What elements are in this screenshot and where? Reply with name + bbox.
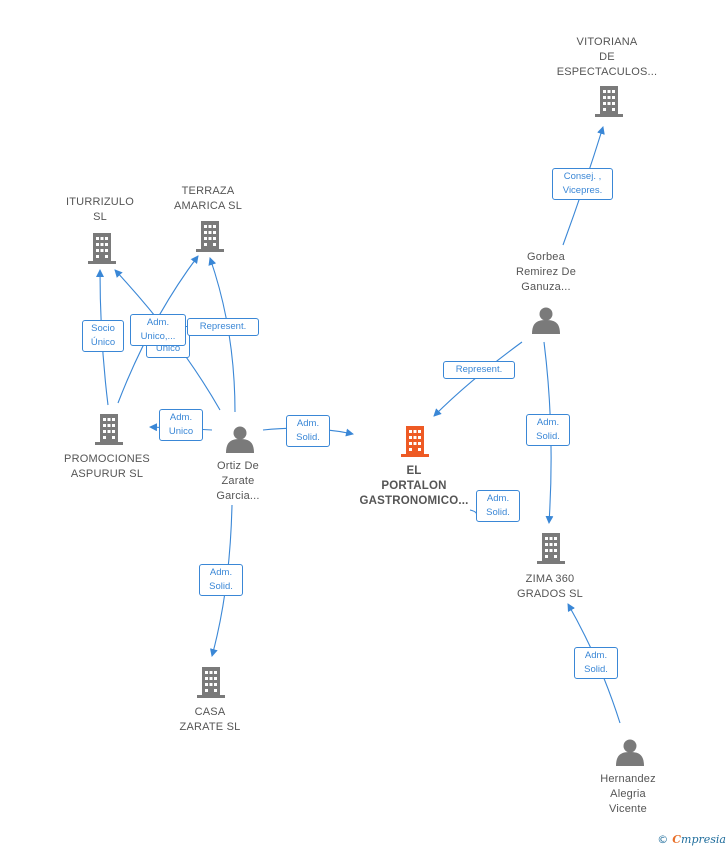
- edge-label-adm-solid-ortiz[interactable]: Adm. Solid.: [286, 415, 330, 447]
- node-label-vitoriana[interactable]: VITORIANA DE ESPECTACULOS...: [556, 36, 658, 78]
- building-icon[interactable]: [595, 86, 623, 117]
- edge-label-adm-solid-casa[interactable]: Adm. Solid.: [199, 564, 243, 596]
- building-icon[interactable]: [196, 221, 224, 252]
- node-label-promociones[interactable]: PROMOCIONES ASPURUR SL: [64, 453, 150, 480]
- person-icon[interactable]: [616, 739, 644, 767]
- edge-gorbea-portalon: [433, 341, 523, 417]
- building-icon-main[interactable]: [401, 426, 429, 457]
- edge-label-adm-solid-gorbea[interactable]: Adm. Solid.: [526, 414, 570, 446]
- node-label-terraza[interactable]: TERRAZA AMARICA SL: [173, 185, 243, 212]
- edge-label-adm-solid-hernandez[interactable]: Adm. Solid.: [574, 647, 618, 679]
- edge-label-socio-unico[interactable]: Socio Único: [82, 320, 124, 352]
- person-icon[interactable]: [226, 426, 254, 454]
- brand-initial: C: [672, 833, 682, 846]
- empresia-brand[interactable]: ©Cmpresia: [657, 833, 726, 846]
- node-label-iturrizulo[interactable]: ITURRIZULO SL: [66, 196, 134, 223]
- edge-label-consej-vicepres[interactable]: Consej. , Vicepres.: [552, 168, 613, 200]
- node-label-ortiz[interactable]: Ortiz De Zarate Garcia...: [216, 460, 260, 502]
- edge-label-represent-gorbea[interactable]: Represent.: [443, 361, 515, 379]
- edge-label-represent-terraza[interactable]: Represent.: [187, 318, 259, 336]
- node-label-hernandez[interactable]: Hernandez Alegria Vicente: [600, 773, 656, 815]
- brand-name: mpresia: [681, 833, 726, 846]
- node-label-casa[interactable]: CASA ZARATE SL: [179, 706, 241, 733]
- copyright-icon: ©: [657, 833, 669, 846]
- building-icon[interactable]: [88, 233, 116, 264]
- node-label-portalon[interactable]: EL PORTALON GASTRONOMICO...: [359, 465, 469, 507]
- building-icon[interactable]: [537, 533, 565, 564]
- node-label-zima[interactable]: ZIMA 360 GRADOS SL: [517, 573, 583, 600]
- person-icon[interactable]: [532, 307, 560, 335]
- node-label-gorbea[interactable]: Gorbea Remirez De Ganuza...: [515, 251, 577, 293]
- edge-label-adm-solid-zima[interactable]: Adm. Solid.: [476, 490, 520, 522]
- edge-label-adm-unico-multi[interactable]: Adm. Unico,...: [130, 314, 186, 346]
- building-icon[interactable]: [197, 667, 225, 698]
- edge-label-adm-unico-promociones[interactable]: Adm. Unico: [159, 409, 203, 441]
- building-icon[interactable]: [95, 414, 123, 445]
